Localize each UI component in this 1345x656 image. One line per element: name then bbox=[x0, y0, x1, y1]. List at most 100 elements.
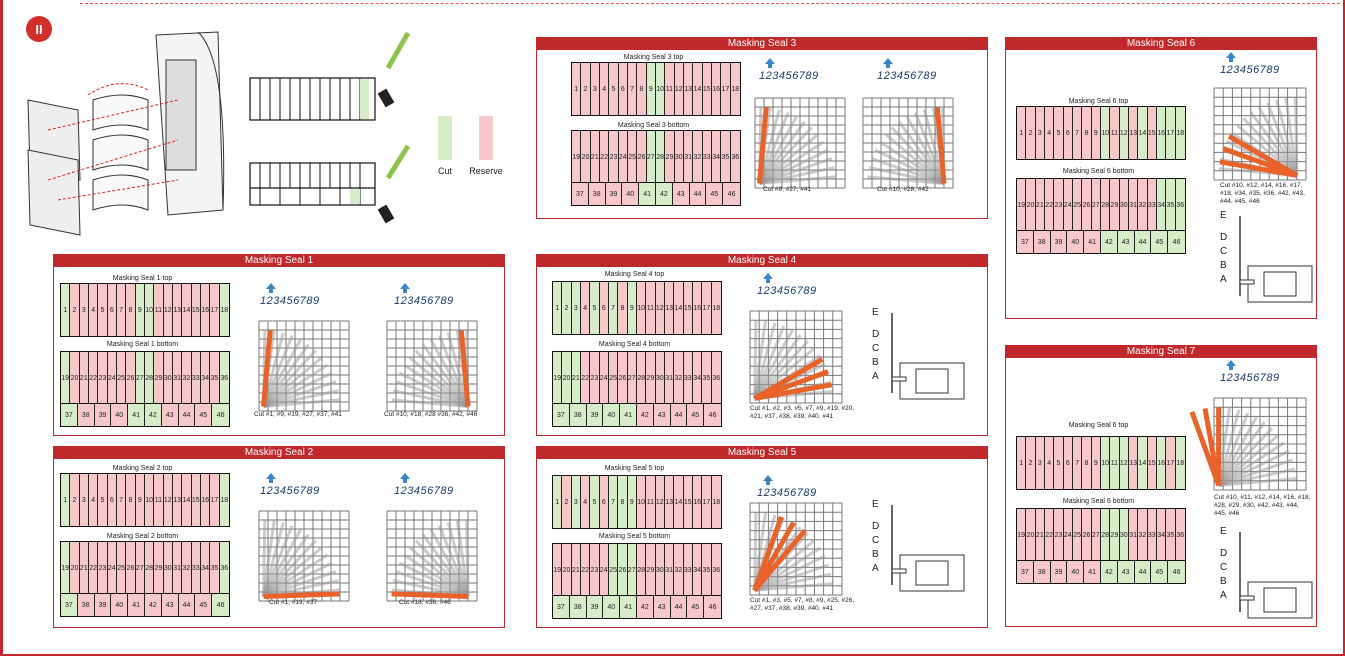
seal-cell: 37 bbox=[61, 594, 78, 616]
seal-cell: 27 bbox=[1091, 179, 1101, 231]
seal-cell: 17 bbox=[721, 63, 731, 115]
blue-arrow-icon bbox=[266, 473, 276, 483]
detection-grid bbox=[862, 97, 954, 189]
seal-cell: 43 bbox=[161, 594, 179, 616]
seal-cell: 31 bbox=[664, 352, 675, 404]
seal-cell: 23 bbox=[98, 542, 108, 594]
blue-arrow-icon bbox=[1226, 52, 1236, 62]
mounting-height-diagram bbox=[891, 313, 965, 400]
seal-cell: 29 bbox=[154, 352, 164, 404]
seal-cell: 32 bbox=[1138, 179, 1148, 231]
seal-cell: 16 bbox=[200, 284, 211, 336]
height-label-b: B bbox=[1220, 260, 1227, 271]
seal-cell: 42 bbox=[1100, 231, 1118, 253]
seal-cell: 41 bbox=[128, 404, 145, 426]
seal-cell: 7 bbox=[608, 476, 619, 528]
strip-top-label: Masking Seal 6 top bbox=[1068, 98, 1129, 105]
seal-cell: 10 bbox=[144, 474, 155, 526]
seal-cell: 3 bbox=[590, 63, 600, 115]
seal-cell: 43 bbox=[672, 183, 690, 205]
seal-cell: 39 bbox=[1050, 231, 1068, 253]
seal-cell: 43 bbox=[653, 404, 671, 426]
seal-cell: 3 bbox=[571, 282, 581, 334]
seal-cell: 3 bbox=[1035, 437, 1045, 489]
seal-cell: 5 bbox=[609, 63, 619, 115]
height-label-e: E bbox=[872, 499, 879, 510]
seal-cell: 12 bbox=[163, 284, 173, 336]
seal-cell: 29 bbox=[646, 352, 656, 404]
seal-cell: 16 bbox=[1156, 437, 1167, 489]
seal-cell: 39 bbox=[586, 596, 604, 618]
seal-cell: 45 bbox=[706, 183, 724, 205]
seal-cell: 29 bbox=[1110, 509, 1120, 561]
seal-cell: 9 bbox=[627, 282, 637, 334]
seal-cell: 41 bbox=[128, 594, 145, 616]
seal-cell: 27 bbox=[1091, 509, 1101, 561]
seal-cell: 2 bbox=[562, 476, 572, 528]
seal-cell: 8 bbox=[1082, 437, 1092, 489]
seal-cell: 33 bbox=[702, 131, 712, 183]
strip-top-label: Masking Seal 5 top bbox=[604, 465, 665, 472]
seal-cell: 19 bbox=[1017, 179, 1027, 231]
panel-title: Masking Seal 3 bbox=[537, 38, 987, 50]
cut-caption: Cut #10, #18, #28 #36, #42, #46 bbox=[384, 411, 478, 418]
seal-cell: 40 bbox=[622, 183, 640, 205]
seal-cell: 14 bbox=[1138, 107, 1148, 159]
seal-cell: 15 bbox=[702, 63, 712, 115]
seal-cell: 5 bbox=[590, 282, 600, 334]
device-illustration bbox=[27, 31, 225, 236]
seal-cell: 8 bbox=[1082, 107, 1092, 159]
seal-cell: 23 bbox=[590, 352, 600, 404]
seal-cell: 15 bbox=[683, 282, 693, 334]
seal-cell: 35 bbox=[1166, 509, 1176, 561]
height-label-b: B bbox=[1220, 576, 1227, 587]
seal-cell: 1 bbox=[553, 476, 563, 528]
seal-cell: 41 bbox=[620, 404, 637, 426]
seal-cell: 20 bbox=[562, 544, 572, 596]
cutting-illustration bbox=[249, 31, 411, 224]
seal-cell: 14 bbox=[693, 63, 703, 115]
seal-cell: 33 bbox=[683, 544, 693, 596]
seal-cell: 1 bbox=[572, 63, 582, 115]
seal-cell: 5 bbox=[98, 284, 108, 336]
seal-cell: 20 bbox=[1026, 509, 1036, 561]
seal-cell: 41 bbox=[620, 596, 637, 618]
height-label-a: A bbox=[872, 371, 879, 382]
detection-grid bbox=[754, 97, 846, 189]
strip-bottom-label: Masking Seal 5 bottom bbox=[598, 533, 671, 540]
seal-cell: 35 bbox=[702, 544, 712, 596]
seal-cell: 2 bbox=[562, 282, 572, 334]
seal-cell: 46 bbox=[704, 596, 721, 618]
seal-cell: 12 bbox=[163, 474, 173, 526]
seal-cell: 25 bbox=[608, 352, 619, 404]
seal-cell: 25 bbox=[1072, 179, 1083, 231]
seal-cell: 37 bbox=[553, 404, 570, 426]
seal-cell: 32 bbox=[182, 542, 192, 594]
seal-cell: 9 bbox=[135, 284, 145, 336]
mounting-height-diagram bbox=[1239, 216, 1313, 303]
seal-cell: 6 bbox=[1063, 437, 1073, 489]
seal-cell: 5 bbox=[1054, 437, 1064, 489]
seal-cell: 24 bbox=[1063, 179, 1073, 231]
seal-cell: 6 bbox=[599, 282, 609, 334]
seal-cell: 45 bbox=[687, 404, 705, 426]
seal-cell: 27 bbox=[627, 352, 637, 404]
seal-cell: 15 bbox=[1147, 437, 1157, 489]
seal-cell: 24 bbox=[1063, 509, 1073, 561]
seal-cell: 42 bbox=[655, 183, 673, 205]
seal-cell: 4 bbox=[599, 63, 610, 115]
seal-cell: 18 bbox=[219, 474, 229, 526]
strip-top-label: Masking Seal 1 top bbox=[112, 275, 173, 282]
seal-cell: 30 bbox=[163, 352, 173, 404]
seal-cell: 45 bbox=[687, 596, 705, 618]
mounting-height-diagram bbox=[1239, 532, 1313, 619]
panel-title: Masking Seal 2 bbox=[54, 447, 504, 459]
seal-cell: 30 bbox=[655, 544, 665, 596]
seal-cell: 46 bbox=[1168, 561, 1185, 583]
seal-cell: 25 bbox=[627, 131, 638, 183]
seal-cell: 45 bbox=[1151, 231, 1169, 253]
legend-cut: Cut bbox=[432, 116, 458, 176]
seal-cell: 34 bbox=[711, 131, 722, 183]
